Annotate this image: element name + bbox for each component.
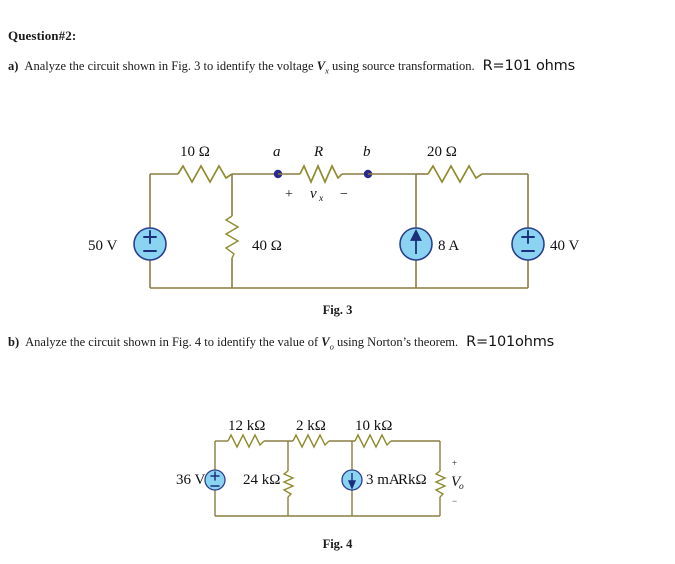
part-a-text-after: using source transformation. bbox=[328, 59, 475, 73]
label-resistor-20-ohm: 20 Ω bbox=[427, 144, 457, 160]
label-node-b: b bbox=[363, 144, 371, 160]
part-a-variable-subscript: x bbox=[325, 65, 329, 76]
label-voltage-source-50v: 50 V bbox=[88, 238, 117, 254]
label-current-source-8a: 8 A bbox=[438, 238, 459, 254]
label-resistor-12k: 12 kΩ bbox=[228, 418, 265, 434]
label-resistor-load: RkΩ bbox=[398, 472, 427, 488]
label-vx-minus: − bbox=[340, 187, 348, 202]
label-node-a: a bbox=[273, 144, 281, 160]
part-a-text-before: Analyze the circuit shown in Fig. 3 to i… bbox=[24, 59, 317, 73]
part-b-text-before: Analyze the circuit shown in Fig. 4 to i… bbox=[25, 335, 322, 349]
resistor-24k-symbol bbox=[282, 470, 295, 498]
figure-4-svg: 12 kΩ 2 kΩ 10 kΩ 36 V 24 kΩ 3 mA RkΩ + V… bbox=[176, 418, 464, 517]
label-voltage-source-40v: 40 V bbox=[550, 238, 579, 254]
resistor-R-symbol bbox=[299, 163, 343, 185]
voltage-source-50v-plus bbox=[143, 230, 157, 244]
part-a-annotation: R=101 ohms bbox=[482, 58, 575, 74]
voltage-source-40v-plus bbox=[521, 230, 535, 244]
resistor-load-symbol bbox=[434, 470, 447, 498]
figure-3-circuit: 10 Ω a R b 20 Ω + v x − 40 Ω 8 A 40 V 50… bbox=[0, 130, 675, 300]
resistor-10k-symbol bbox=[354, 433, 392, 449]
label-resistor-10k: 10 kΩ bbox=[355, 418, 392, 434]
resistor-20-ohm-symbol bbox=[427, 164, 483, 184]
figure-3-svg: 10 Ω a R b 20 Ω + v x − 40 Ω 8 A 40 V 50… bbox=[88, 144, 579, 289]
current-source-3ma-arrow-head bbox=[347, 480, 357, 490]
label-vx: v bbox=[310, 186, 317, 202]
question-part-a: a) Analyze the circuit shown in Fig. 3 to… bbox=[8, 58, 675, 76]
page-title: Question#2: bbox=[8, 28, 77, 43]
label-vx-plus: + bbox=[285, 187, 293, 202]
part-b-annotation: R=101ohms bbox=[466, 334, 554, 350]
label-resistor-40-ohm: 40 Ω bbox=[252, 238, 282, 254]
label-voltage-source-36v: 36 V bbox=[176, 472, 205, 488]
voltage-source-40v-symbol bbox=[511, 227, 545, 261]
label-resistor-2k: 2 kΩ bbox=[296, 418, 326, 434]
question-part-b: b) Analyze the circuit shown in Fig. 4 to… bbox=[8, 334, 675, 352]
part-b-marker: b) bbox=[8, 335, 20, 349]
label-vo-subscript: o bbox=[459, 482, 464, 492]
part-a-variable: V bbox=[316, 59, 326, 73]
resistor-10-ohm-symbol bbox=[177, 164, 233, 184]
resistor-2k-symbol bbox=[292, 433, 330, 449]
label-resistor-10-ohm: 10 Ω bbox=[180, 144, 210, 160]
label-resistor-R: R bbox=[313, 144, 323, 160]
part-b-variable: V bbox=[321, 335, 330, 349]
label-vo-minus: − bbox=[452, 496, 457, 506]
label-resistor-24k: 24 kΩ bbox=[243, 472, 280, 488]
label-current-source-3ma: 3 mA bbox=[366, 472, 400, 488]
label-vo-plus: + bbox=[452, 458, 457, 468]
current-source-8a-arrow-head bbox=[410, 228, 422, 241]
label-vx-subscript: x bbox=[318, 194, 324, 204]
resistor-40-ohm-symbol bbox=[224, 215, 240, 259]
resistor-12k-symbol bbox=[227, 433, 265, 449]
part-b-text-after: using Norton’s theorem. bbox=[333, 335, 459, 349]
figure-4-caption: Fig. 4 bbox=[322, 537, 353, 551]
figure-3-caption: Fig. 3 bbox=[322, 303, 353, 317]
part-a-marker: a) bbox=[8, 59, 19, 73]
voltage-source-50v-symbol bbox=[133, 227, 167, 261]
voltage-source-36v-plus bbox=[210, 471, 220, 481]
figure-4-circuit: 12 kΩ 2 kΩ 10 kΩ 36 V 24 kΩ 3 mA RkΩ + V… bbox=[0, 418, 675, 536]
label-vo: V bbox=[451, 474, 462, 490]
part-b-variable-subscript: o bbox=[329, 341, 334, 352]
